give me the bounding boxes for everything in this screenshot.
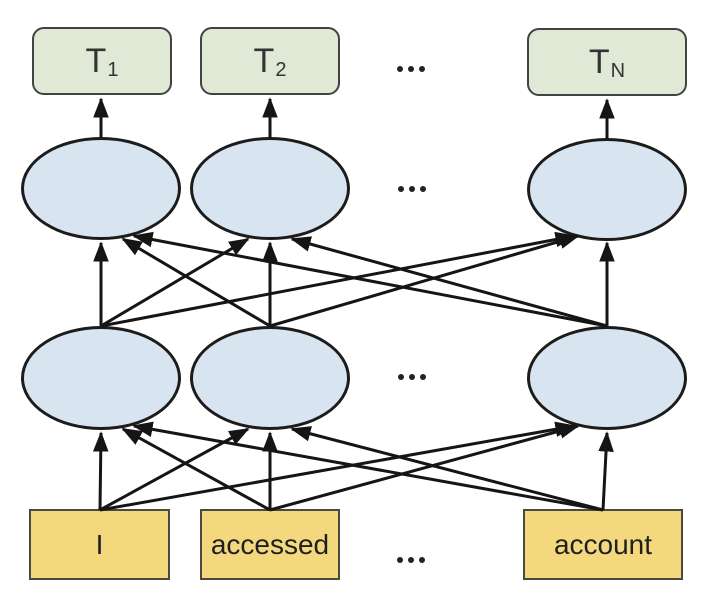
edge-arrow (100, 231, 576, 328)
edge-arrow (132, 231, 608, 328)
dot (409, 374, 415, 380)
output-node-tn-label: T (588, 42, 610, 81)
dot (409, 186, 415, 192)
edge-arrow (269, 423, 580, 512)
dot (398, 374, 404, 380)
hidden-top-node-n (527, 138, 687, 241)
edge-arrow (121, 237, 271, 328)
hidden-top-node-2 (190, 137, 350, 240)
ellipsis-dots-hidden-top-row (398, 186, 426, 192)
output-node-t1-label: T (85, 41, 107, 80)
input-token-accessed-label: accessed (210, 528, 330, 560)
dot (398, 186, 404, 192)
input-token-i-label: I (95, 528, 104, 560)
dot (408, 557, 414, 563)
ellipsis-dots-output-row (397, 66, 425, 72)
dot (420, 374, 426, 380)
dot (408, 66, 414, 72)
input-token-accessed: accessed (200, 509, 340, 580)
edge-arrow (92, 431, 109, 511)
hidden-bottom-node-1 (21, 326, 181, 430)
dot (397, 557, 403, 563)
output-node-t2-label: T (253, 41, 275, 80)
input-token-i: I (29, 509, 170, 580)
input-token-account-label: account (553, 528, 653, 560)
edge-arrow (598, 431, 614, 511)
edge-arrow (99, 427, 250, 512)
input-token-account: account (523, 509, 683, 580)
edge-arrow (290, 236, 608, 328)
edge-arrow (100, 237, 250, 328)
output-node-t2-subscript: 2 (275, 58, 287, 81)
dot (419, 66, 425, 72)
dot (420, 186, 426, 192)
hidden-top-node-1 (21, 137, 181, 240)
dot (419, 557, 425, 563)
hidden-bottom-node-2 (190, 326, 350, 430)
ellipsis-dots-hidden-bottom-row (398, 374, 426, 380)
output-node-tn-subscript: N (610, 59, 626, 82)
output-node-t1-subscript: 1 (107, 58, 119, 81)
ellipsis-dots-input-row (397, 557, 425, 563)
edge-arrow (269, 233, 580, 328)
edge-arrow (121, 427, 271, 512)
edge-arrow (290, 426, 604, 512)
dot (397, 66, 403, 72)
edge-arrow (99, 421, 576, 512)
hidden-bottom-node-n (527, 326, 687, 430)
edge-arrow (132, 421, 604, 512)
